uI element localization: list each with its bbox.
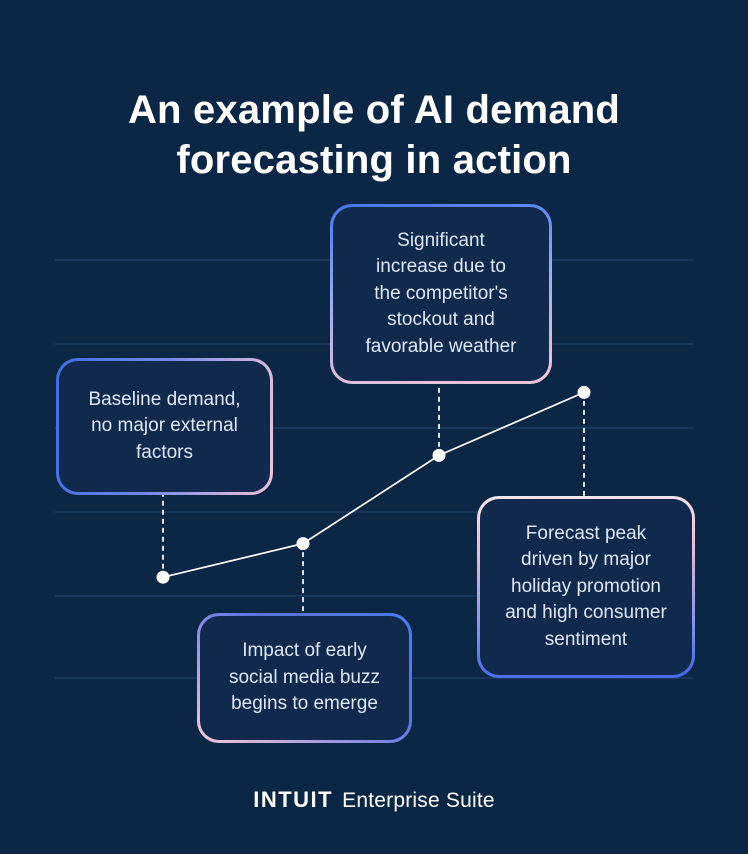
product-name: Enterprise Suite <box>342 789 495 812</box>
callout-forecast-peak: Forecast peak driven by major holiday pr… <box>477 496 695 678</box>
callout-social-media-buzz: Impact of early social media buzz begins… <box>197 613 412 743</box>
demand-trend-line <box>162 391 585 579</box>
callout-baseline-demand: Baseline demand, no major external facto… <box>56 358 273 495</box>
callout-forecast-peak-text: Forecast peak driven by major holiday pr… <box>480 499 692 675</box>
brand-footer: INTUIT Enterprise Suite <box>0 787 748 813</box>
callout-social-media-buzz-text: Impact of early social media buzz begins… <box>200 616 409 740</box>
data-point-dot <box>296 537 310 551</box>
callout-significant-increase: Significant increase due to the competit… <box>330 204 552 384</box>
page-title: An example of AI demand forecasting in a… <box>127 87 621 182</box>
callout-significant-increase-text: Significant increase due to the competit… <box>333 207 549 381</box>
data-point-dot <box>432 448 446 462</box>
data-point-dot <box>577 385 591 399</box>
data-point-dot <box>156 570 170 584</box>
intuit-logo: INTUIT <box>253 787 334 812</box>
callout-baseline-demand-text: Baseline demand, no major external facto… <box>59 361 270 492</box>
